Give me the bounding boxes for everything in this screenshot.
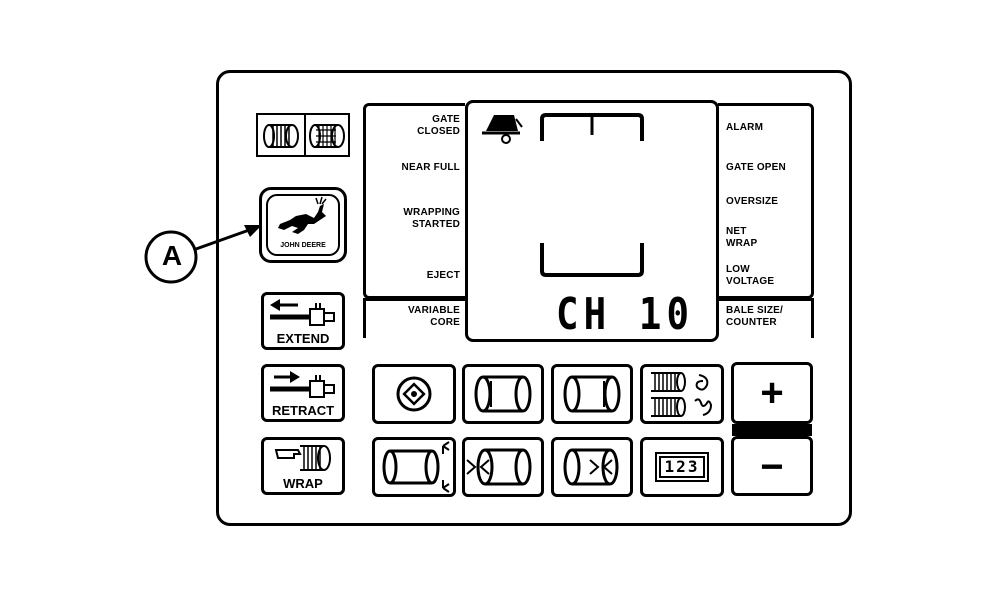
bale-chamber-graphic: [540, 113, 644, 277]
bale-mode-indicator: [256, 113, 350, 157]
label-net-wrap: NET WRAP: [726, 226, 758, 249]
settings-button[interactable]: [372, 364, 456, 424]
label-variable-core: VARIABLE CORE: [408, 305, 460, 328]
wrap-mode-icon: [651, 372, 713, 417]
bale-shift-left-button[interactable]: [462, 437, 544, 497]
callout-arrow: [144, 225, 262, 284]
label-near-full: NEAR FULL: [401, 162, 460, 173]
core-adjust-button[interactable]: [372, 437, 456, 497]
label-alarm: ALARM: [726, 122, 764, 133]
extend-arrow-icon: [270, 299, 335, 326]
cylinder-expand-icon: [382, 441, 450, 493]
button-divider: [732, 424, 812, 436]
minus-button[interactable]: −: [731, 436, 813, 496]
plus-button[interactable]: +: [731, 362, 813, 424]
monitor-panel: [216, 70, 852, 526]
callout-label: A: [161, 240, 183, 271]
label-eject: EJECT: [426, 270, 460, 281]
label-gate-closed: GATE CLOSED: [417, 114, 460, 137]
bale-shift-right-button[interactable]: [551, 437, 633, 497]
bale-right-button[interactable]: [551, 364, 633, 424]
extend-label: EXTEND: [276, 331, 330, 346]
wrap-label: WRAP: [283, 476, 323, 491]
label-gate-open: GATE OPEN: [726, 162, 786, 173]
right-indicator-block: [718, 103, 814, 299]
cylinder-left-icon: [474, 375, 532, 413]
lcd-display: CH 10: [465, 100, 719, 342]
counter-frame: [655, 452, 709, 482]
counter-digits: 123: [659, 456, 705, 478]
bale-net-icon: [309, 124, 345, 148]
cylinder-arrows-left-icon: [466, 448, 532, 486]
label-oversize: OVERSIZE: [726, 196, 779, 207]
retract-label: RETRACT: [271, 403, 335, 418]
logo-text: JOHN DEERE: [280, 242, 326, 249]
plus-label: +: [760, 371, 784, 415]
cylinder-right-icon: [563, 375, 621, 413]
wrap-mode-button[interactable]: [640, 364, 724, 424]
baler-icon: [482, 115, 523, 144]
diamond-target-icon: [396, 376, 432, 412]
extend-button[interactable]: EXTEND: [261, 292, 345, 350]
deer-logo-icon: [266, 194, 340, 256]
left-lower-block: [363, 298, 465, 338]
wrap-button[interactable]: WRAP: [261, 437, 345, 495]
bale-left-button[interactable]: [462, 364, 544, 424]
left-indicator-block: [363, 103, 465, 299]
john-deere-button[interactable]: JOHN DEERE: [259, 187, 347, 263]
bale-icon: [263, 124, 299, 148]
label-wrapping-started: WRAPPING STARTED: [403, 207, 460, 230]
label-bale-size-counter: BALE SIZE/ COUNTER: [726, 305, 784, 328]
label-low-voltage: LOW VOLTAGE: [726, 264, 775, 287]
cylinder-arrows-right-icon: [563, 448, 619, 486]
retract-button[interactable]: RETRACT: [261, 364, 345, 422]
right-lower-block: [718, 298, 814, 338]
minus-label: −: [760, 445, 784, 489]
wrap-hand-icon: [274, 445, 331, 471]
counter-button[interactable]: 123: [640, 437, 724, 497]
retract-arrow-icon: [270, 371, 335, 398]
lcd-readout: CH 10: [556, 289, 695, 340]
